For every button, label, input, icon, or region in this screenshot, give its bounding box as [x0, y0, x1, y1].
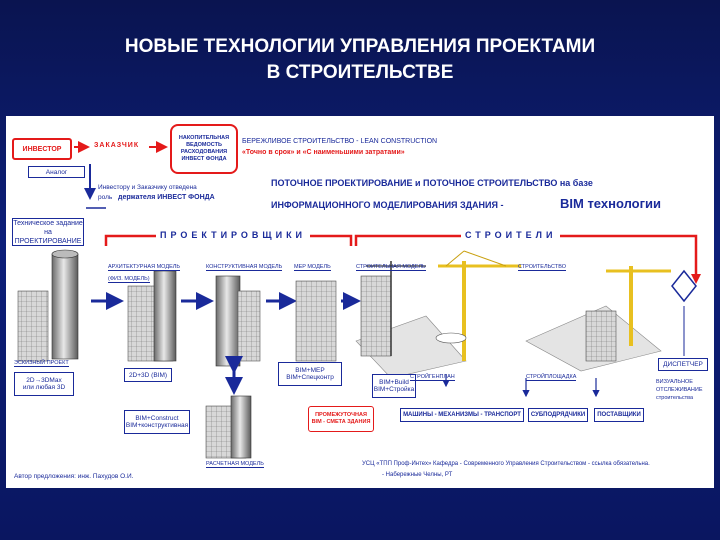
construction-label: СТРОИТЕЛЬСТВО	[518, 264, 566, 271]
builders-label: СТРОИТЕЛИ	[461, 230, 561, 240]
ledger-box: НАКОПИТЕЛЬНАЯ ВЕДОМОСТЬ РАСХОДОВАНИЯ ИНВ…	[170, 124, 238, 174]
diagram-panel: ИНВЕСТОР ЗАКАЗЧИК НАКОПИТЕЛЬНАЯ ВЕДОМОСТ…	[6, 116, 714, 488]
role-note-1: Инвестору и Заказчику отведена	[98, 184, 197, 191]
tower-sketch	[51, 253, 79, 360]
bim-build-box: BIM+Build BIM+Стройка	[372, 374, 416, 398]
phys-model-label: (ФИЗ. МОДЕЛЬ)	[108, 276, 150, 283]
visual-note: ВИЗУАЛЬНОЕ ОТСЛЕЖИВАНИЕ строительства	[656, 378, 702, 402]
flow-line-1: ПОТОЧНОЕ ПРОЕКТИРОВАНИЕ и ПОТОЧНОЕ СТРОИ…	[271, 178, 593, 188]
machines-box: МАШИНЫ - МЕХАНИЗМЫ - ТРАНСПОРТ	[400, 408, 524, 422]
max-line-1: 2D→3DMax	[26, 377, 62, 384]
bim-construct-line-1: BIM+Construct	[135, 415, 179, 422]
author-note: Автор предложения: инж. Пахудов О.И.	[14, 473, 134, 480]
bim-construct-line-2: BIM+конструктивная	[125, 422, 189, 429]
dispatcher-box: ДИСПЕТЧЕР	[658, 358, 708, 371]
stroigenplan-label: СТРОЙГЕНПЛАН	[410, 374, 455, 381]
suppliers-box: ПОСТАВЩИКИ	[594, 408, 644, 422]
flow-line-2: ИНФОРМАЦИОННОГО МОДЕЛИРОВАНИЯ ЗДАНИЯ -	[271, 200, 504, 210]
tech-task-box: Техническое задание на ПРОЕКТИРОВАНИЕ	[12, 218, 84, 246]
title-line-2: В СТРОИТЕЛЬСТВЕ	[266, 62, 454, 83]
role-note-3: держателя ИНВЕСТ ФОНДА	[118, 194, 215, 201]
interim-box: ПРОМЕЖУТОЧНАЯ BIM - СМЕТА ЗДАНИЯ	[308, 406, 374, 432]
customer-label: ЗАКАЗЧИК	[94, 142, 140, 149]
sketch-label: ЭСКИЗНЫЙ ПРОЕКТ	[14, 360, 69, 367]
dispatcher-icon	[671, 269, 697, 303]
footer-line-2: - Набережные Челны, РТ	[382, 472, 453, 478]
visual-line-2: ОТСЛЕЖИВАНИЕ	[656, 387, 703, 393]
visual-line-1: ВИЗУАЛЬНОЕ	[656, 379, 693, 385]
calc-model-label: РАСЧЕТНАЯ МОДЕЛЬ	[206, 461, 264, 468]
interim-line-1: ПРОМЕЖУТОЧНАЯ	[315, 412, 367, 418]
bim-construct-box: BIM+Construct BIM+конструктивная	[124, 410, 190, 434]
slide-title: НОВЫЕ ТЕХНОЛОГИИ УПРАВЛЕНИЯ ПРОЕКТАМИ В …	[0, 34, 720, 86]
building-sketch	[17, 290, 49, 362]
designers-label: ПРОЕКТИРОВЩИКИ	[156, 230, 311, 240]
lean-line-1: БЕРЕЖЛИВОЕ СТРОИТЕЛЬСТВО - LEAN CONSTRUC…	[242, 138, 438, 145]
bim-mep-line-2: BIM+Спецконтр	[286, 374, 334, 381]
bim-build-line-1: BIM+Build	[379, 379, 409, 386]
bim-mep-line-1: BIM+MEP	[295, 367, 325, 374]
visual-line-3: строительства	[656, 395, 694, 401]
footer-line-1: УСЦ «ТПП Проф-Интех» Кафедра - Современн…	[362, 461, 650, 467]
subcontractors-box: СУБПОДРЯДЧИКИ	[528, 408, 588, 422]
bim-mep-box: BIM+MEP BIM+Спецконтр	[278, 362, 342, 386]
investor-box: ИНВЕСТОР	[12, 138, 72, 160]
flow-bim: BIM технологии	[560, 196, 661, 211]
role-note-2: роль	[98, 194, 113, 201]
stroiploshadka-label: СТРОЙПЛОЩАДКА	[526, 374, 577, 381]
max-box: 2D→3DMax или любая 3D	[14, 372, 74, 396]
bim-build-line-2: BIM+Стройка	[373, 386, 415, 393]
mep-model-building	[295, 280, 337, 362]
bim-2d3d-box: 2D+3D (BIM)	[124, 368, 172, 382]
arch-model-label: АРХИТЕКТУРНАЯ МОДЕЛЬ	[108, 264, 180, 271]
lean-line-2: «Точно в срок» и «С наименьшими затратам…	[242, 149, 405, 156]
diagram-graphics	[17, 141, 701, 459]
max-line-2: или любая 3D	[22, 384, 66, 391]
title-line-1: НОВЫЕ ТЕХНОЛОГИИ УПРАВЛЕНИЯ ПРОЕКТАМИ	[124, 36, 596, 57]
interim-line-2: BIM - СМЕТА ЗДАНИЯ	[311, 419, 371, 425]
build-model-label: СТРОИТЕЛЬНАЯ МОДЕЛЬ	[356, 264, 426, 271]
mep-model-label: MEP МОДЕЛЬ	[294, 264, 331, 271]
struct-model-building	[215, 275, 241, 367]
struct-model-label: КОНСТРУКТИВНАЯ МОДЕЛЬ	[206, 264, 283, 271]
analog-box: Аналог	[28, 166, 85, 178]
